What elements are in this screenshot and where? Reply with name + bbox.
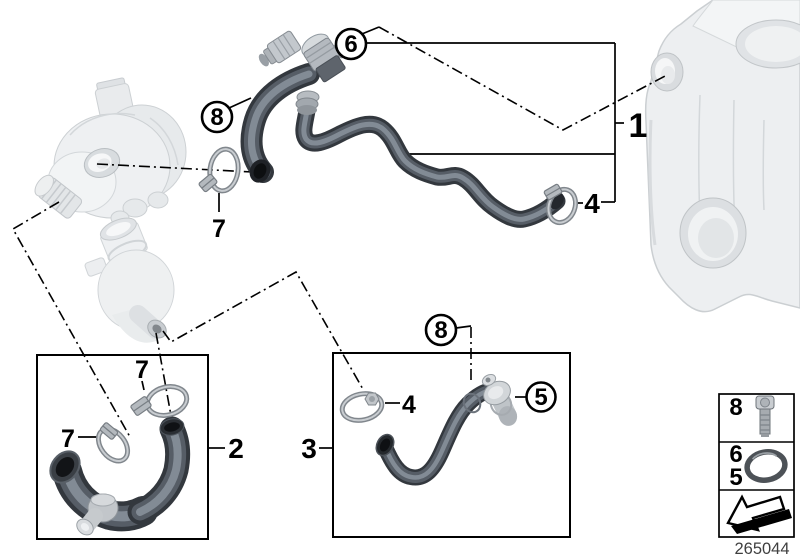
legend-ref-8[interactable]: 8 <box>729 394 742 421</box>
branch-connector <box>295 90 320 115</box>
legend-row-direction <box>726 494 792 534</box>
engine-water-port <box>650 52 684 92</box>
legend-row-orings[interactable]: 6 5 <box>729 441 788 491</box>
pump-outlet-port <box>83 148 121 178</box>
inset2-tee-fitting <box>76 493 119 536</box>
legend-row-screw[interactable]: 8 <box>729 394 775 437</box>
legend-ref-6[interactable]: 6 <box>729 441 742 468</box>
inset3-hose-part3 <box>375 373 518 486</box>
callout-1-label[interactable]: 1 <box>629 107 648 145</box>
engine-block-illustration <box>644 0 800 313</box>
bleed-connector <box>258 30 302 67</box>
callout-8-main-label[interactable]: 8 <box>210 104 223 131</box>
callout-7-main-label[interactable]: 7 <box>212 215 226 243</box>
timing-cover-opening <box>679 197 747 269</box>
callout-4-inset3-label[interactable]: 4 <box>402 391 416 419</box>
hose-clamp-7-main <box>198 146 241 194</box>
callout-8-main[interactable]: 8 <box>200 100 234 134</box>
water-pump-illustration <box>34 77 187 226</box>
inset3-flange-fitting <box>481 373 518 426</box>
installation-direction-arrow-icon <box>726 494 792 534</box>
callout-8-inset3[interactable]: 8 <box>424 313 458 347</box>
callout-7-inset2-upper-label[interactable]: 7 <box>135 356 149 384</box>
inset-box-part3 <box>332 352 571 538</box>
thermostat-outlet <box>147 319 167 339</box>
pump-threaded-port <box>34 174 83 219</box>
callout-7-inset2-lower-label[interactable]: 7 <box>61 425 75 453</box>
inset3-clamp <box>339 391 385 423</box>
inset2-hose-part2 <box>49 416 191 536</box>
callout-4-main-label[interactable]: 4 <box>584 188 600 219</box>
legend-table: 8 6 5 <box>718 393 795 538</box>
o-ring-icon <box>744 449 788 483</box>
callout-2-label[interactable]: 2 <box>228 433 244 464</box>
inset-box-part2 <box>36 354 209 540</box>
inset2-clamp-lower <box>95 422 131 464</box>
callout-8-inset3-label[interactable]: 8 <box>434 317 447 344</box>
legend-ref-5[interactable]: 5 <box>729 464 742 491</box>
callout-3-label[interactable]: 3 <box>301 433 317 464</box>
thermostat-illustration <box>84 217 175 343</box>
bolt-icon <box>755 395 775 437</box>
callout-5-label[interactable]: 5 <box>534 384 547 411</box>
callout-6-label[interactable]: 6 <box>344 31 357 58</box>
plate-number: 265044 <box>734 540 789 558</box>
main-hose-assembly <box>240 30 566 228</box>
inset2-clamp-upper <box>130 384 190 418</box>
leader-lines <box>11 26 668 449</box>
callout-6[interactable]: 6 <box>334 27 368 61</box>
hose-clamp-4-main <box>543 183 579 226</box>
callout-5[interactable]: 5 <box>525 381 557 413</box>
